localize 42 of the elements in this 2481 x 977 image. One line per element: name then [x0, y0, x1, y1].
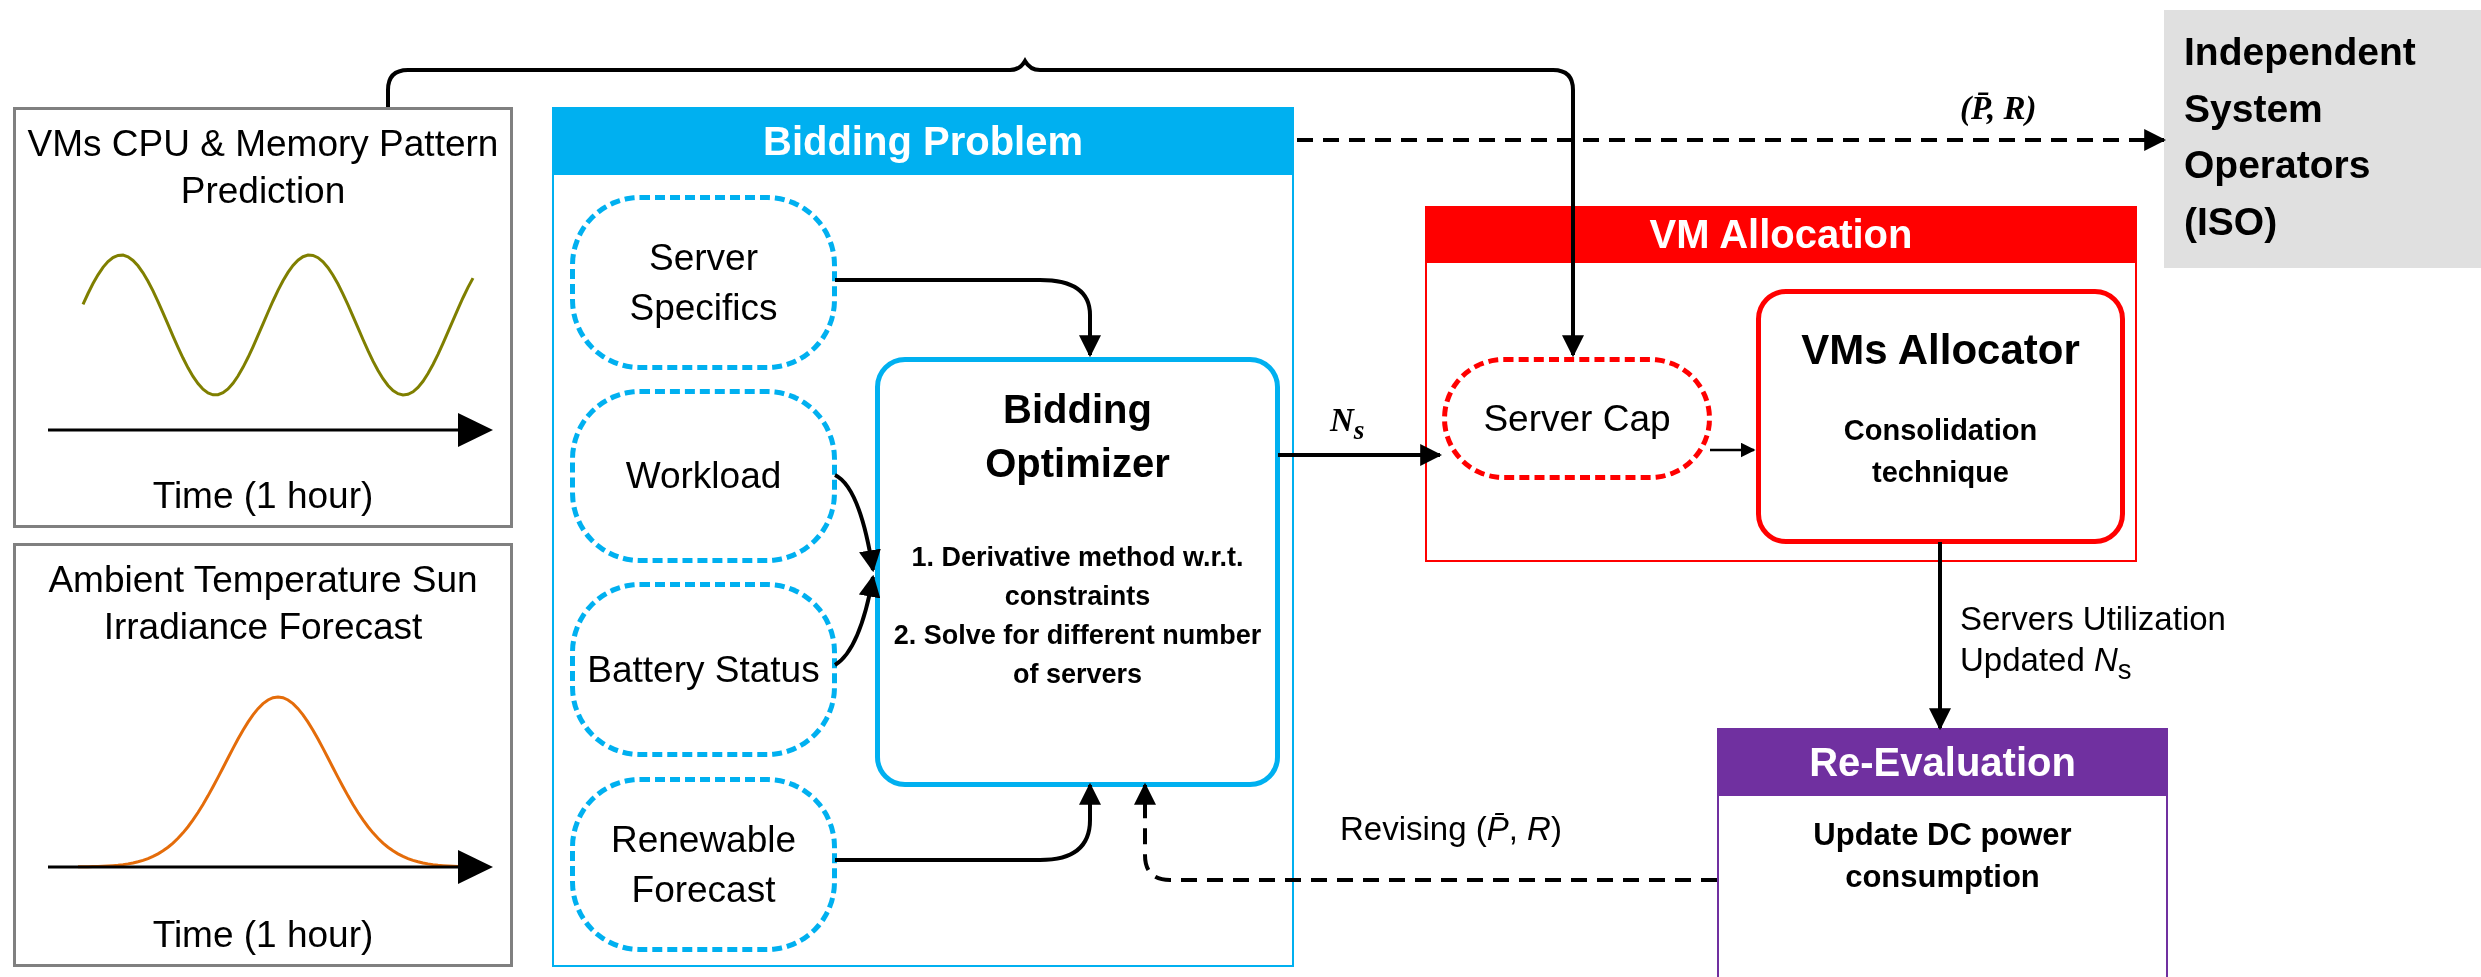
arrow [833, 574, 881, 667]
process-box [875, 357, 1280, 787]
arrow [835, 278, 1101, 358]
panel-title: VMs CPU & Memory Pattern Prediction [26, 122, 500, 214]
arrow [835, 782, 1101, 862]
box-title: Bidding Optimizer [984, 386, 1171, 487]
edge-label: Servers Utilization Updated N$_{s}$ [1960, 599, 2227, 687]
input-bubble [570, 195, 837, 370]
panel-title: Ambient Temperature Sun Irradiance Forecast [47, 558, 479, 650]
operator-box [2164, 10, 2481, 268]
panel-header: Re-Evaluation [1717, 728, 2168, 796]
arrow [833, 473, 881, 573]
input-bubble [1442, 357, 1712, 480]
group-panel [1717, 728, 2168, 977]
box-description: Consolidation technique [1842, 412, 2039, 490]
input-label: Server Specifics [628, 235, 779, 330]
operator-label: Independent System Operators (ISO) [2184, 29, 2417, 245]
arrow [1710, 442, 1756, 458]
panel-body-text: Update DC power consumption [1812, 816, 2073, 896]
panel-header: VM Allocation [1425, 206, 2137, 263]
group-panel [552, 107, 1294, 967]
input-bubble [570, 777, 837, 952]
dashed-arrow [1134, 782, 1717, 882]
input-label: Renewable Forecast [609, 817, 798, 912]
dashed-arrow [1297, 129, 2167, 151]
input-bubble [570, 389, 837, 563]
box-description: 1. Derivative method w.r.t. constraints [910, 541, 1245, 614]
input-label: Workload [624, 454, 783, 499]
panel-header: Bidding Problem [552, 107, 1294, 175]
box-description: 2. Solve for different number of servers [892, 619, 1263, 692]
group-panel [1425, 206, 2137, 562]
axis-label: Time (1 hour) [151, 475, 375, 517]
box-title: VMs Allocator [1800, 325, 2081, 375]
forecast-panel [13, 543, 513, 967]
process-box [1756, 289, 2125, 544]
arrow [1929, 542, 1951, 731]
input-label: Server Cap [1482, 396, 1672, 441]
forecast-panel [13, 107, 513, 528]
input-label: Battery Status [586, 647, 821, 692]
input-bubble [570, 582, 837, 757]
arrow [1278, 444, 1443, 466]
axis-label: Time (1 hour) [151, 914, 375, 956]
